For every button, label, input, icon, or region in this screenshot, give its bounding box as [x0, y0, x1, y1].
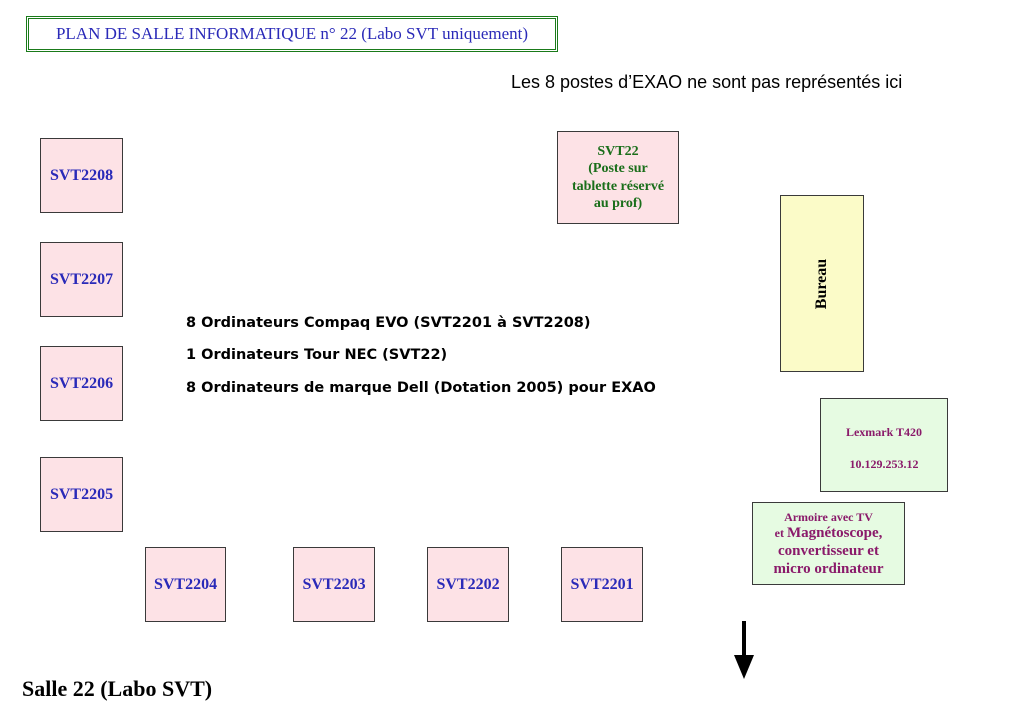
station-svt2208: SVT2208 [40, 138, 123, 213]
info-line-compaq: 8 Ordinateurs Compaq EVO (SVT2201 à SVT2… [186, 315, 591, 331]
plan-title: PLAN DE SALLE INFORMATIQUE n° 22 (Labo S… [26, 16, 558, 52]
teacher-desk-label: Bureau [812, 258, 830, 309]
printer-name: Lexmark T420 [845, 425, 923, 439]
cabinet-line-4: micro ordinateur [773, 561, 884, 578]
station-svt2206: SVT2206 [40, 346, 123, 421]
cabinet-line-2-prefix: et [774, 526, 787, 541]
station-svt2202: SVT2202 [427, 547, 509, 622]
info-line-dell: 8 Ordinateurs de marque Dell (Dotation 2… [186, 380, 656, 396]
station-label: SVT2206 [49, 374, 114, 392]
tv-cabinet: Armoire avec TV et Magnétoscope, convert… [752, 502, 905, 585]
prof-station-name: SVT22 [597, 143, 639, 159]
cabinet-line-2-main: Magnétoscope, [786, 525, 883, 542]
station-svt22-prof: SVT22 (Poste sur tablette réservé au pro… [557, 131, 679, 224]
info-line-nec: 1 Ordinateurs Tour NEC (SVT22) [186, 347, 448, 363]
station-label: SVT2201 [570, 575, 634, 593]
room-label: Salle 22 (Labo SVT) [22, 676, 213, 701]
prof-station-desc-3: au prof) [593, 196, 643, 211]
cabinet-line-2: et Magnétoscope, [753, 524, 904, 542]
exao-note: Les 8 postes d’EXAO ne sont pas représen… [511, 72, 903, 92]
station-label: SVT2208 [49, 166, 114, 184]
prof-station-desc-2: tablette réservé [571, 178, 665, 194]
cabinet-line-1: Armoire avec TV [784, 510, 873, 524]
station-svt2204: SVT2204 [145, 547, 226, 622]
station-label: SVT2203 [302, 575, 366, 593]
station-svt2207: SVT2207 [40, 242, 123, 317]
printer-ip: 10.129.253.12 [849, 457, 919, 471]
teacher-desk: Bureau [780, 195, 864, 372]
station-label: SVT2204 [153, 575, 218, 593]
plan-title-text: PLAN DE SALLE INFORMATIQUE n° 22 (Labo S… [55, 24, 529, 43]
cabinet-line-3: convertisseur et [778, 543, 879, 560]
down-arrow-icon [734, 621, 754, 679]
printer-box: Lexmark T420 10.129.253.12 [820, 398, 948, 492]
station-svt2203: SVT2203 [293, 547, 375, 622]
station-label: SVT2202 [436, 575, 500, 593]
station-svt2205: SVT2205 [40, 457, 123, 532]
prof-station-desc-1: (Poste sur [588, 161, 648, 176]
station-svt2201: SVT2201 [561, 547, 643, 622]
station-label: SVT2207 [49, 270, 114, 288]
station-label: SVT2205 [49, 485, 114, 503]
